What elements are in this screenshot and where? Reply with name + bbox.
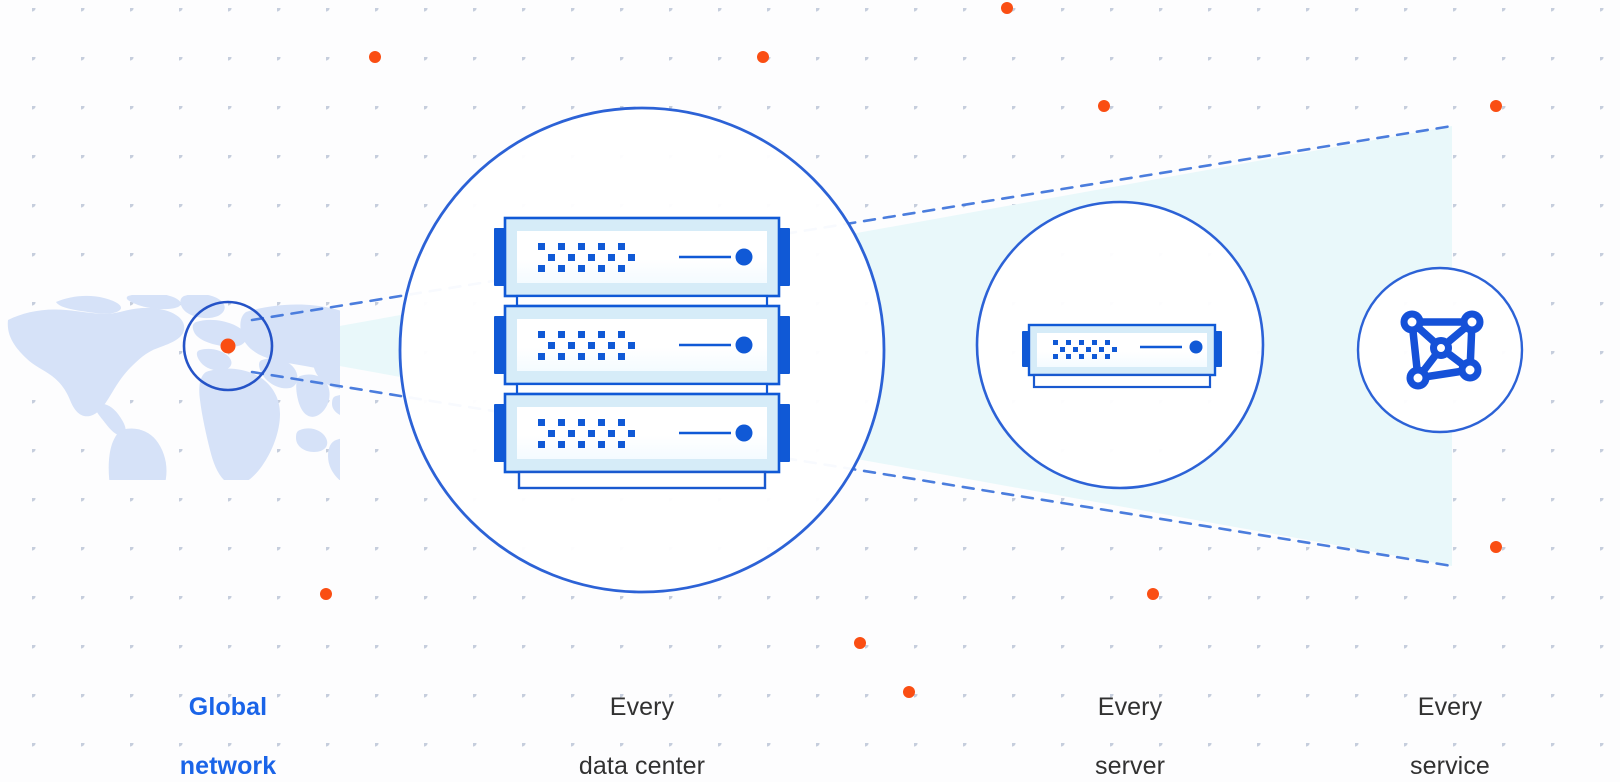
server-rack-unit <box>494 392 790 474</box>
rack-led-matrix <box>1053 340 1117 359</box>
stage-label-line1: Every <box>1097 693 1163 722</box>
every-service-group <box>1356 266 1524 434</box>
network-graph-nodes <box>1400 310 1484 390</box>
stage-label-line2: server <box>1094 751 1166 780</box>
stage-label-every-server: Every server <box>1030 664 1230 781</box>
rack-base-shelf <box>517 470 767 490</box>
server-rack-unit <box>494 216 790 298</box>
stage-label-every-service: Every service <box>1350 664 1550 781</box>
rack-led-matrix <box>538 419 635 448</box>
stage-label-line2: data center <box>578 751 706 780</box>
rack-base-shelf <box>1032 373 1212 389</box>
stage-label-line2: network <box>179 751 277 780</box>
global-network-highlight <box>182 300 274 392</box>
stage-label-line1: Global <box>188 693 268 722</box>
single-server-icon <box>1022 323 1222 389</box>
stage-label-line1: Every <box>1417 693 1483 722</box>
every-data-center-group <box>398 106 886 594</box>
every-server-group <box>975 200 1265 490</box>
stage-label-line1: Every <box>609 693 675 722</box>
highlight-dots <box>320 2 1502 698</box>
rack-led-matrix <box>538 331 635 360</box>
orange-location-dot <box>220 338 236 354</box>
stage-label-global-network: Global network <box>128 664 328 781</box>
server-rack-unit <box>494 304 790 386</box>
stage-label-every-data-center: Every data center <box>542 664 742 781</box>
stage-label-line2: service <box>1410 751 1490 780</box>
rack-led-matrix <box>538 243 635 272</box>
